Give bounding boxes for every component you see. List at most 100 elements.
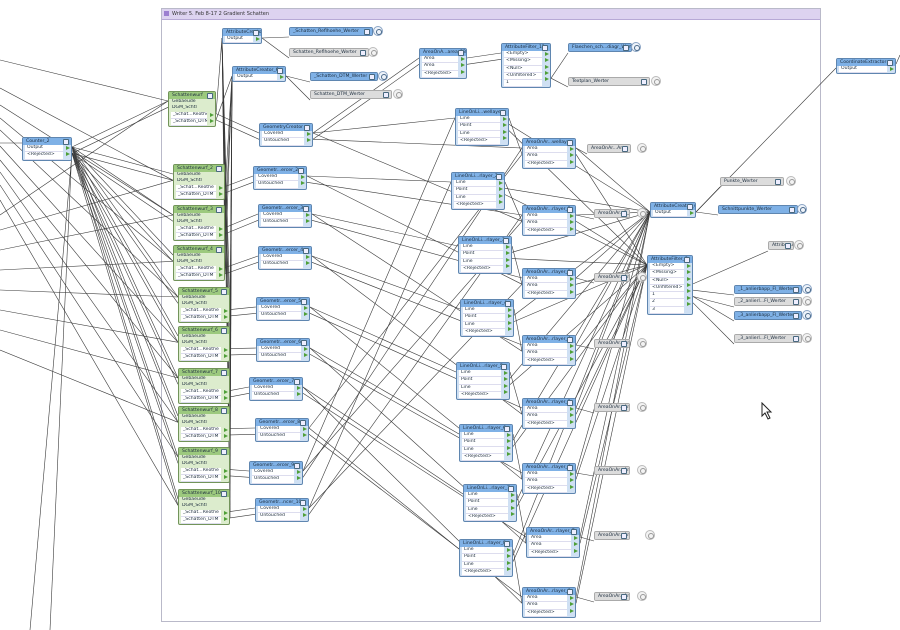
inspector-magnifier-icon[interactable]: [651, 76, 661, 86]
node-settings-icon[interactable]: [785, 243, 791, 249]
output-port[interactable]: <Rejected>: [529, 549, 571, 557]
port-arrow-icon[interactable]: [687, 264, 691, 268]
node-settings-icon[interactable]: [621, 533, 627, 539]
bookmark-header[interactable]: Writer 5. Feb 8-17 2 Gradient Schatten: [162, 9, 820, 20]
port-arrow-icon[interactable]: [570, 596, 574, 600]
port-arrow-icon[interactable]: [687, 276, 691, 281]
output-port[interactable]: Line: [466, 492, 508, 500]
node-settings-icon[interactable]: [216, 207, 222, 213]
input-port[interactable]: Gebaeude: [177, 213, 201, 218]
input-port[interactable]: Gebaeude: [182, 376, 206, 381]
output-port[interactable]: Covered: [259, 305, 301, 313]
node-settings-icon[interactable]: [508, 486, 514, 492]
node-settings-icon[interactable]: [301, 299, 307, 305]
node-settings-icon[interactable]: [567, 589, 573, 595]
port-arrow-icon[interactable]: [507, 433, 511, 437]
output-port[interactable]: Area: [529, 535, 571, 543]
output-port[interactable]: _Schatten_DTM: [181, 516, 221, 525]
inspector-magnifier-icon[interactable]: [802, 333, 812, 343]
inspector-magnifier-icon[interactable]: [393, 89, 403, 99]
output-port[interactable]: Line: [459, 370, 501, 378]
port-arrow-icon[interactable]: [224, 427, 228, 432]
port-arrow-icon[interactable]: [570, 147, 574, 151]
output-port[interactable]: 2: [650, 299, 684, 307]
output-port[interactable]: Area: [525, 413, 567, 421]
port-arrow-icon[interactable]: [570, 419, 574, 424]
transformer-node[interactable]: AreaOnAr...Area: [587, 144, 631, 153]
port-arrow-icon[interactable]: [303, 433, 307, 438]
node-settings-icon[interactable]: [621, 275, 627, 281]
port-arrow-icon[interactable]: [570, 407, 574, 411]
port-arrow-icon[interactable]: [570, 413, 574, 418]
port-arrow-icon[interactable]: [574, 548, 578, 553]
port-arrow-icon[interactable]: [507, 451, 511, 456]
output-port[interactable]: Untouched: [258, 513, 300, 521]
node-settings-icon[interactable]: [567, 207, 573, 213]
input-port[interactable]: Gebaeude: [182, 295, 206, 300]
output-port[interactable]: Covered: [256, 174, 298, 182]
port-arrow-icon[interactable]: [224, 433, 228, 438]
output-port[interactable]: Point: [462, 554, 504, 562]
output-port[interactable]: Area: [525, 343, 567, 351]
node-settings-icon[interactable]: [458, 50, 464, 56]
transformer-node[interactable]: AttributeFilter_3<Empty><Missing><Null><…: [647, 255, 693, 316]
output-port[interactable]: Point: [462, 439, 504, 447]
port-arrow-icon[interactable]: [511, 511, 515, 516]
node-settings-icon[interactable]: [221, 449, 227, 455]
output-port[interactable]: Area: [525, 220, 567, 228]
node-settings-icon[interactable]: [300, 420, 306, 426]
node-settings-icon[interactable]: [303, 248, 309, 254]
output-port[interactable]: Area: [525, 350, 567, 358]
output-port[interactable]: <Rejected>: [454, 201, 496, 210]
input-port[interactable]: Gebaeude: [182, 334, 206, 339]
output-port[interactable]: Untouched: [261, 219, 303, 227]
inspector-magnifier-icon[interactable]: [645, 530, 655, 540]
node-settings-icon[interactable]: [887, 60, 893, 66]
node-settings-icon[interactable]: [63, 139, 69, 145]
inspector-magnifier-icon[interactable]: [637, 402, 647, 412]
output-port[interactable]: _Schat...Reothe: [181, 509, 221, 517]
output-port[interactable]: Point: [461, 251, 503, 259]
port-arrow-icon[interactable]: [570, 472, 574, 476]
output-port[interactable]: _Schatten_DTM: [181, 474, 221, 483]
inspector-magnifier-icon[interactable]: [802, 284, 812, 294]
output-port[interactable]: Untouched: [259, 312, 301, 320]
output-port[interactable]: <Rejected>: [525, 227, 567, 235]
port-arrow-icon[interactable]: [224, 314, 228, 319]
output-port[interactable]: Area: [525, 478, 567, 486]
transformer-node[interactable]: AreaOnAr...2_Area: [594, 209, 630, 218]
output-port[interactable]: Covered: [261, 254, 303, 262]
port-arrow-icon[interactable]: [507, 548, 511, 552]
output-port[interactable]: Untouched: [261, 261, 303, 269]
port-arrow-icon[interactable]: [66, 152, 70, 157]
output-port[interactable]: Point: [466, 499, 508, 507]
node-settings-icon[interactable]: [621, 594, 627, 600]
port-arrow-icon[interactable]: [224, 516, 228, 521]
port-arrow-icon[interactable]: [219, 232, 223, 237]
node-settings-icon[interactable]: [621, 468, 627, 474]
inspector-magnifier-icon[interactable]: [637, 143, 647, 153]
output-port[interactable]: Covered: [261, 212, 303, 220]
port-arrow-icon[interactable]: [297, 470, 301, 474]
inspector-magnifier-icon[interactable]: [368, 47, 378, 57]
port-arrow-icon[interactable]: [304, 312, 308, 317]
port-arrow-icon[interactable]: [570, 226, 574, 231]
output-port[interactable]: _Schatten_DTM: [171, 118, 207, 127]
port-arrow-icon[interactable]: [506, 257, 510, 262]
output-port[interactable]: Output: [25, 145, 63, 153]
port-arrow-icon[interactable]: [507, 445, 511, 450]
node-settings-icon[interactable]: [294, 379, 300, 385]
output-port[interactable]: _Schat...Reothe: [176, 225, 216, 233]
